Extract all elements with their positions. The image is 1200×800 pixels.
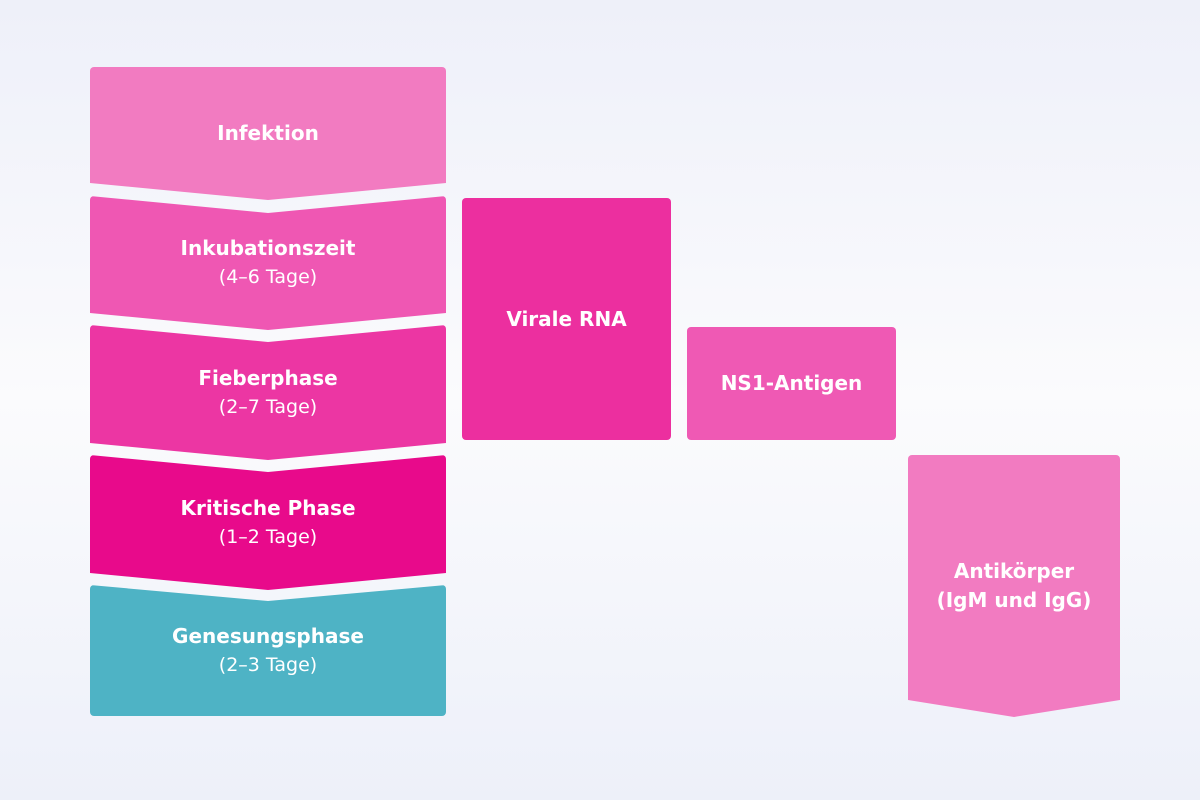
phase-title: Inkubationszeit bbox=[180, 236, 356, 260]
phase-duration: (4–6 Tage) bbox=[218, 266, 318, 288]
phase-duration: (1–2 Tage) bbox=[218, 525, 318, 548]
phase-kritische-phase: Kritische Phase (1–2 Tage) bbox=[90, 455, 446, 590]
phase-title: Fieberphase bbox=[198, 365, 338, 390]
phase-fieberphase: Fieberphase (2–7 Tage) bbox=[90, 325, 446, 460]
phase-duration: (2–3 Tage) bbox=[218, 653, 318, 676]
marker-ns1-antigen: NS1-Antigen bbox=[687, 327, 896, 440]
phase-inkubationszeit: Inkubationszeit (4–6 Tage) bbox=[90, 196, 446, 330]
marker-label: NS1-Antigen bbox=[720, 371, 863, 395]
phase-title: Kritische Phase bbox=[180, 495, 356, 520]
marker-viral-rna: Virale RNA bbox=[462, 198, 671, 440]
marker-label-sub: (IgM und IgG) bbox=[936, 588, 1092, 612]
phase-title: Infektion bbox=[217, 121, 319, 145]
marker-label: Virale RNA bbox=[506, 306, 627, 331]
phase-title: Genesungsphase bbox=[172, 623, 364, 648]
marker-label: Antikörper bbox=[953, 559, 1075, 583]
marker-antibodies: Antikörper (IgM und IgG) bbox=[908, 455, 1120, 717]
phase-genesungsphase: Genesungsphase (2–3 Tage) bbox=[90, 585, 446, 716]
phase-duration: (2–7 Tage) bbox=[218, 395, 318, 418]
phase-infektion: Infektion bbox=[90, 67, 446, 200]
